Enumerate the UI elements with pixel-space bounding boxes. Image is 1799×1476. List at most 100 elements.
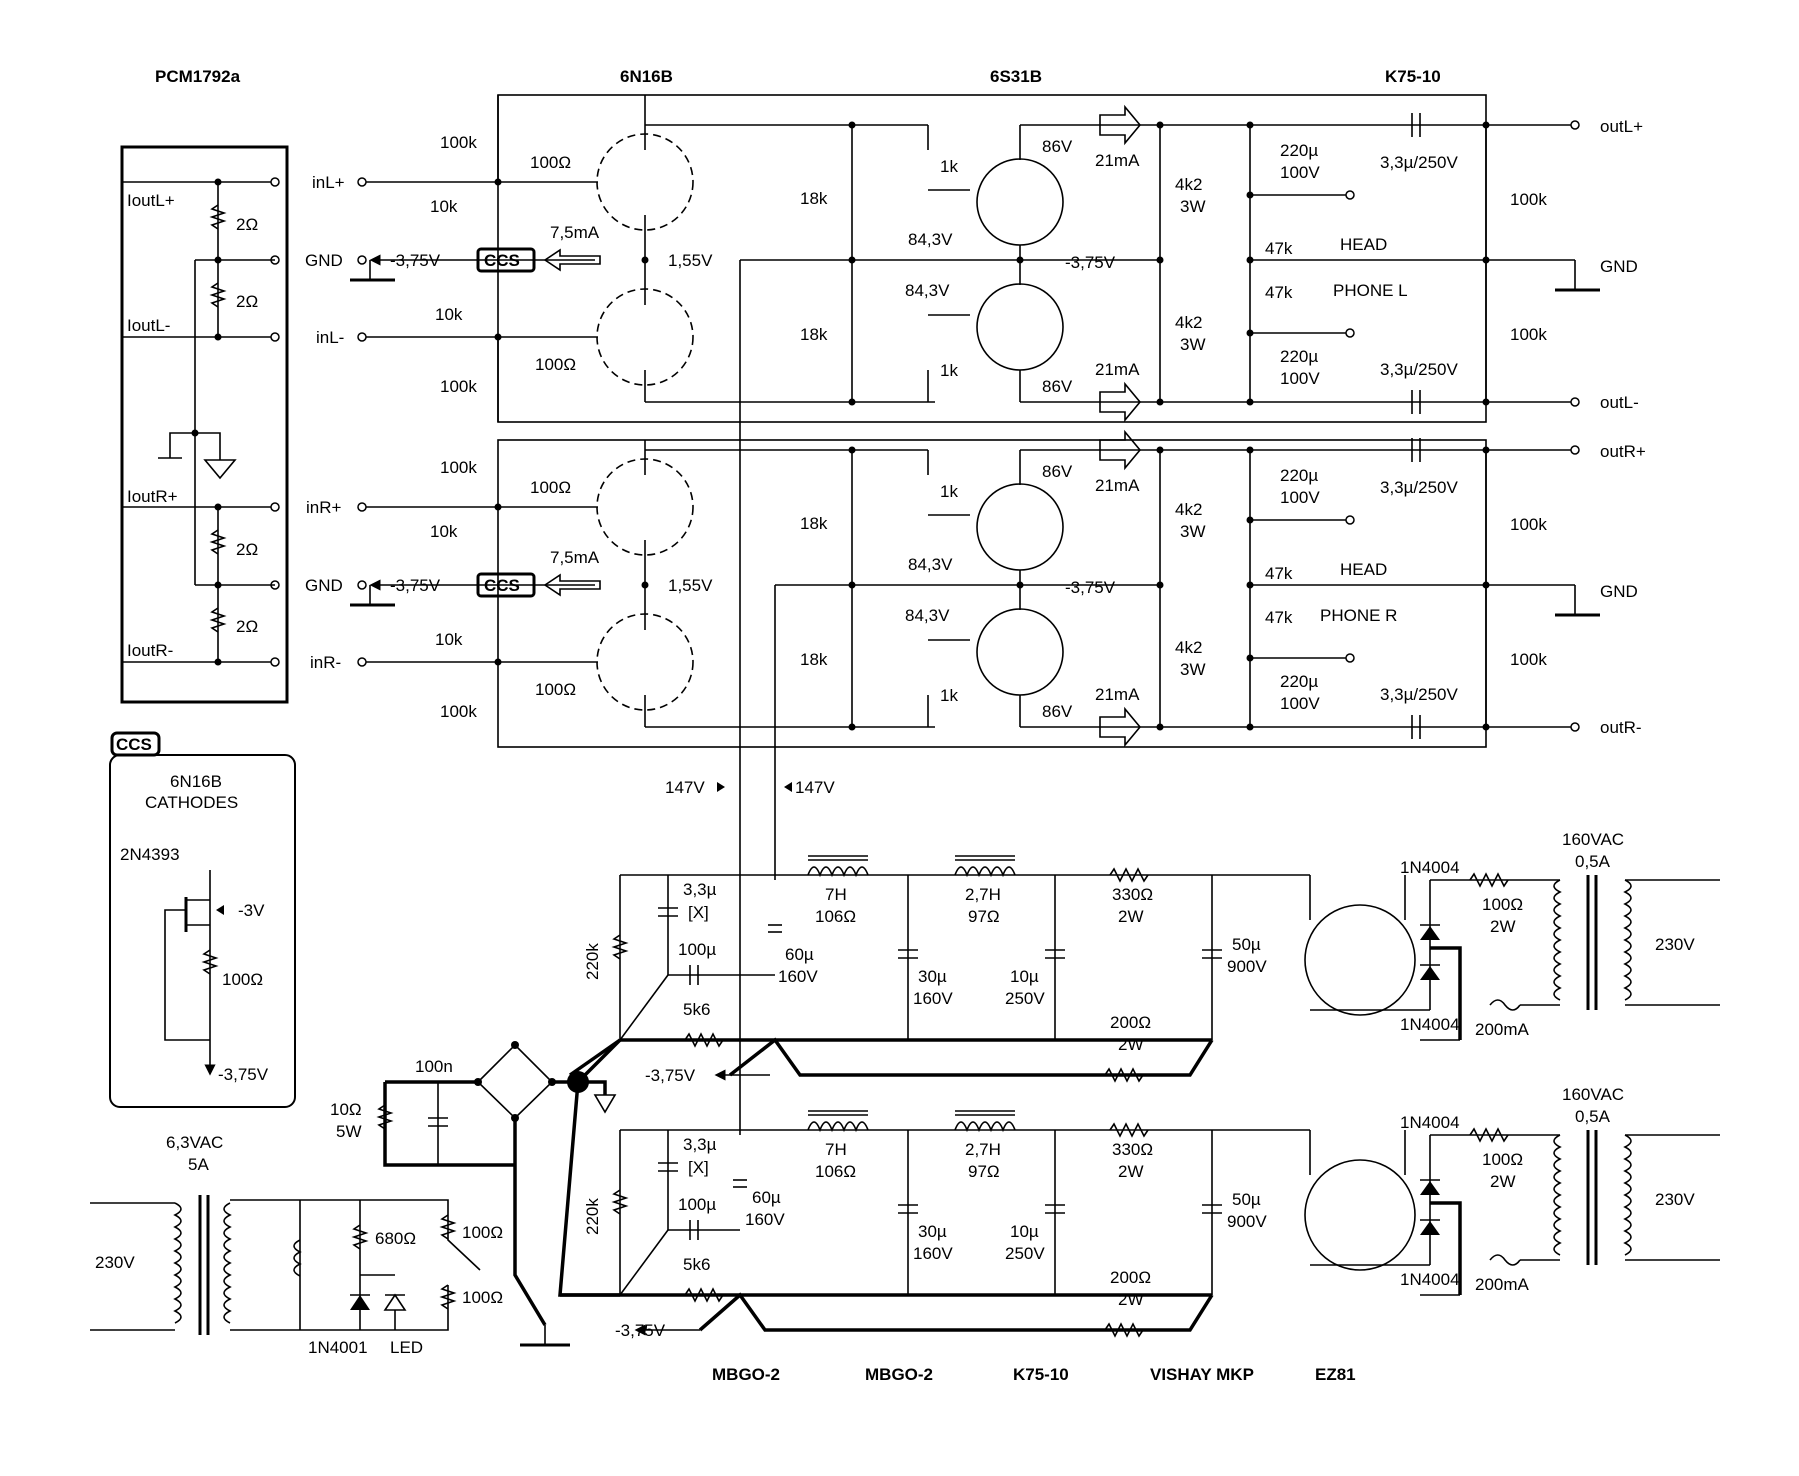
- ch1-c-el-bot: 220µ: [1280, 672, 1318, 691]
- footer-choke1: MBGO-2: [712, 1365, 780, 1384]
- ch1-r-load-top-w: 3W: [1180, 522, 1206, 541]
- bias-supply-labels: 100n 10Ω 5W 6,3VAC 5A 230V 680Ω 100Ω 100…: [95, 1057, 503, 1357]
- ch0-r-load-top: 4k2: [1175, 175, 1202, 194]
- psu0-l1: 7H: [825, 885, 847, 904]
- header-input-tube: 6N16B: [620, 67, 673, 86]
- bias-tx-sec: 6,3VAC: [166, 1133, 223, 1152]
- footer-film: VISHAY MKP: [1150, 1365, 1254, 1384]
- ch1-r-g2-top: 1k: [940, 482, 958, 501]
- psu0-c-50u-v: 900V: [1227, 957, 1267, 976]
- ch1-r-grid-top: 100k: [440, 458, 477, 477]
- psu1-c-100u: 100µ: [678, 1195, 716, 1214]
- ch1-phone: PHONE R: [1320, 606, 1397, 625]
- ch1-out-plus: outR+: [1600, 442, 1646, 461]
- psu1-c-30u-v: 160V: [913, 1244, 953, 1263]
- ch1-r-ser-top: 10k: [430, 522, 458, 541]
- ccs-out-voltage: -3,75V: [218, 1065, 269, 1084]
- ch1-c-out-bot: 3,3µ/250V: [1380, 685, 1459, 704]
- psu0-c-60u: 60µ: [785, 945, 814, 964]
- ch0-r-head-bot: 47k: [1265, 283, 1293, 302]
- psu-1-labels: 220k 3,3µ [X] 100µ 5k6 60µ 160V 7H 106Ω …: [583, 830, 1695, 1085]
- ch1-r-out-bot: 100k: [1510, 650, 1547, 669]
- ccs-resistor-label: 100Ω: [222, 970, 263, 989]
- label-dac-r3: 2Ω: [236, 540, 258, 559]
- ch1-neg-v2: -3,75V: [1065, 578, 1116, 597]
- ch0-out-minus: outL-: [1600, 393, 1639, 412]
- psu0-l2-r: 97Ω: [968, 907, 1000, 926]
- psu0-l1-r: 106Ω: [815, 907, 856, 926]
- dac-output-box: [120, 145, 289, 704]
- ch0-i-top: 21mA: [1095, 151, 1140, 170]
- ch1-neg-v: -3,75V: [390, 576, 441, 595]
- ch1-head: HEAD: [1340, 560, 1387, 579]
- ccs-box-tag: CCS: [116, 735, 152, 754]
- psu1-tx-sec: 160VAC: [1562, 1085, 1624, 1104]
- ch0-gnd: GND: [305, 251, 343, 270]
- bias-r-load-w: 5W: [336, 1122, 362, 1141]
- psu1-l1-r: 106Ω: [815, 1162, 856, 1181]
- bias-supply-circuit: [90, 1038, 622, 1347]
- ch1-r-load-bot-w: 3W: [1180, 660, 1206, 679]
- psu1-c-30u: 30µ: [918, 1222, 947, 1241]
- psu-2-labels: 220k 3,3µ [X] 100µ 5k6 60µ 160V 7H 106Ω …: [583, 1085, 1695, 1340]
- header-output-tube: 6S31B: [990, 67, 1042, 86]
- ch1-r-stop-top: 100Ω: [530, 478, 571, 497]
- psu1-tx-pri: 230V: [1655, 1190, 1695, 1209]
- ch0-g2-v-top: 84,3V: [908, 230, 953, 249]
- psu0-c-30u: 30µ: [918, 967, 947, 986]
- bias-r-load: 10Ω: [330, 1100, 362, 1119]
- psu0-fuse: 200mA: [1475, 1020, 1530, 1039]
- ch1-i-bot: 21mA: [1095, 685, 1140, 704]
- label-ioutl-plus: IoutL+: [127, 191, 175, 210]
- ch0-r-anode-top: 18k: [800, 189, 828, 208]
- channel-right-labels: inR+ inR- GND -3,75V CCS 7,5mA 1,55V 100…: [305, 442, 1646, 737]
- psu1-r-330-w: 2W: [1118, 1162, 1144, 1181]
- label-ioutr-plus: IoutR+: [127, 487, 178, 506]
- ch0-r-load-bot: 4k2: [1175, 313, 1202, 332]
- psu1-r-bleed: 220k: [583, 1198, 602, 1235]
- psu1-r-200: 200Ω: [1110, 1268, 1151, 1287]
- psu-2-circuit: [560, 1110, 1720, 1338]
- channel-left-circuit: [350, 94, 1600, 423]
- ccs-box-title1: 6N16B: [170, 772, 222, 791]
- ch0-plate-v-top: 86V: [1042, 137, 1073, 156]
- psu1-l2: 2,7H: [965, 1140, 1001, 1159]
- psu1-c-60u-v: 160V: [745, 1210, 785, 1229]
- ch1-c-el-top: 220µ: [1280, 466, 1318, 485]
- psu0-r-100: 100Ω: [1482, 895, 1523, 914]
- channel-right-circuit: [350, 429, 1600, 748]
- label-dac-r4: 2Ω: [236, 617, 258, 636]
- bias-r-100a: 100Ω: [462, 1223, 503, 1242]
- psu1-l2-r: 97Ω: [968, 1162, 1000, 1181]
- b-plus-rails: [717, 260, 792, 1135]
- psu0-tx-pri: 230V: [1655, 935, 1695, 954]
- ch0-phone: PHONE L: [1333, 281, 1408, 300]
- b-plus-left: 147V: [665, 778, 705, 797]
- psu0-d-top: 1N4004: [1400, 858, 1460, 877]
- label-dac-r1: 2Ω: [236, 215, 258, 234]
- ch0-r-g2-bot: 1k: [940, 361, 958, 380]
- ch1-r-load-bot: 4k2: [1175, 638, 1202, 657]
- psu1-fuse: 200mA: [1475, 1275, 1530, 1294]
- psu0-c-30u-v: 160V: [913, 989, 953, 1008]
- ch0-r-stop-top: 100Ω: [530, 153, 571, 172]
- ch1-r-head-bot: 47k: [1265, 608, 1293, 627]
- psu0-c-10u-v: 250V: [1005, 989, 1045, 1008]
- ch1-gnd: GND: [305, 576, 343, 595]
- ch1-r-head-top: 47k: [1265, 564, 1293, 583]
- psu1-c-x-type: [X]: [688, 1158, 709, 1177]
- ch0-c-out-bot: 3,3µ/250V: [1380, 360, 1459, 379]
- footer-rect: EZ81: [1315, 1365, 1356, 1384]
- ch1-out-minus: outR-: [1600, 718, 1642, 737]
- psu0-tx-sec-i: 0,5A: [1575, 852, 1611, 871]
- footer-cap: K75-10: [1013, 1365, 1069, 1384]
- ch0-r-grid-top: 100k: [440, 133, 477, 152]
- label-ioutr-minus: IoutR-: [127, 641, 173, 660]
- psu1-c-10u: 10µ: [1010, 1222, 1039, 1241]
- ch0-r-out-top: 100k: [1510, 190, 1547, 209]
- ch0-r-g2-top: 1k: [940, 157, 958, 176]
- psu1-c-x: 3,3µ: [683, 1135, 717, 1154]
- psu0-c-60u-v: 160V: [778, 967, 818, 986]
- psu1-c-10u-v: 250V: [1005, 1244, 1045, 1263]
